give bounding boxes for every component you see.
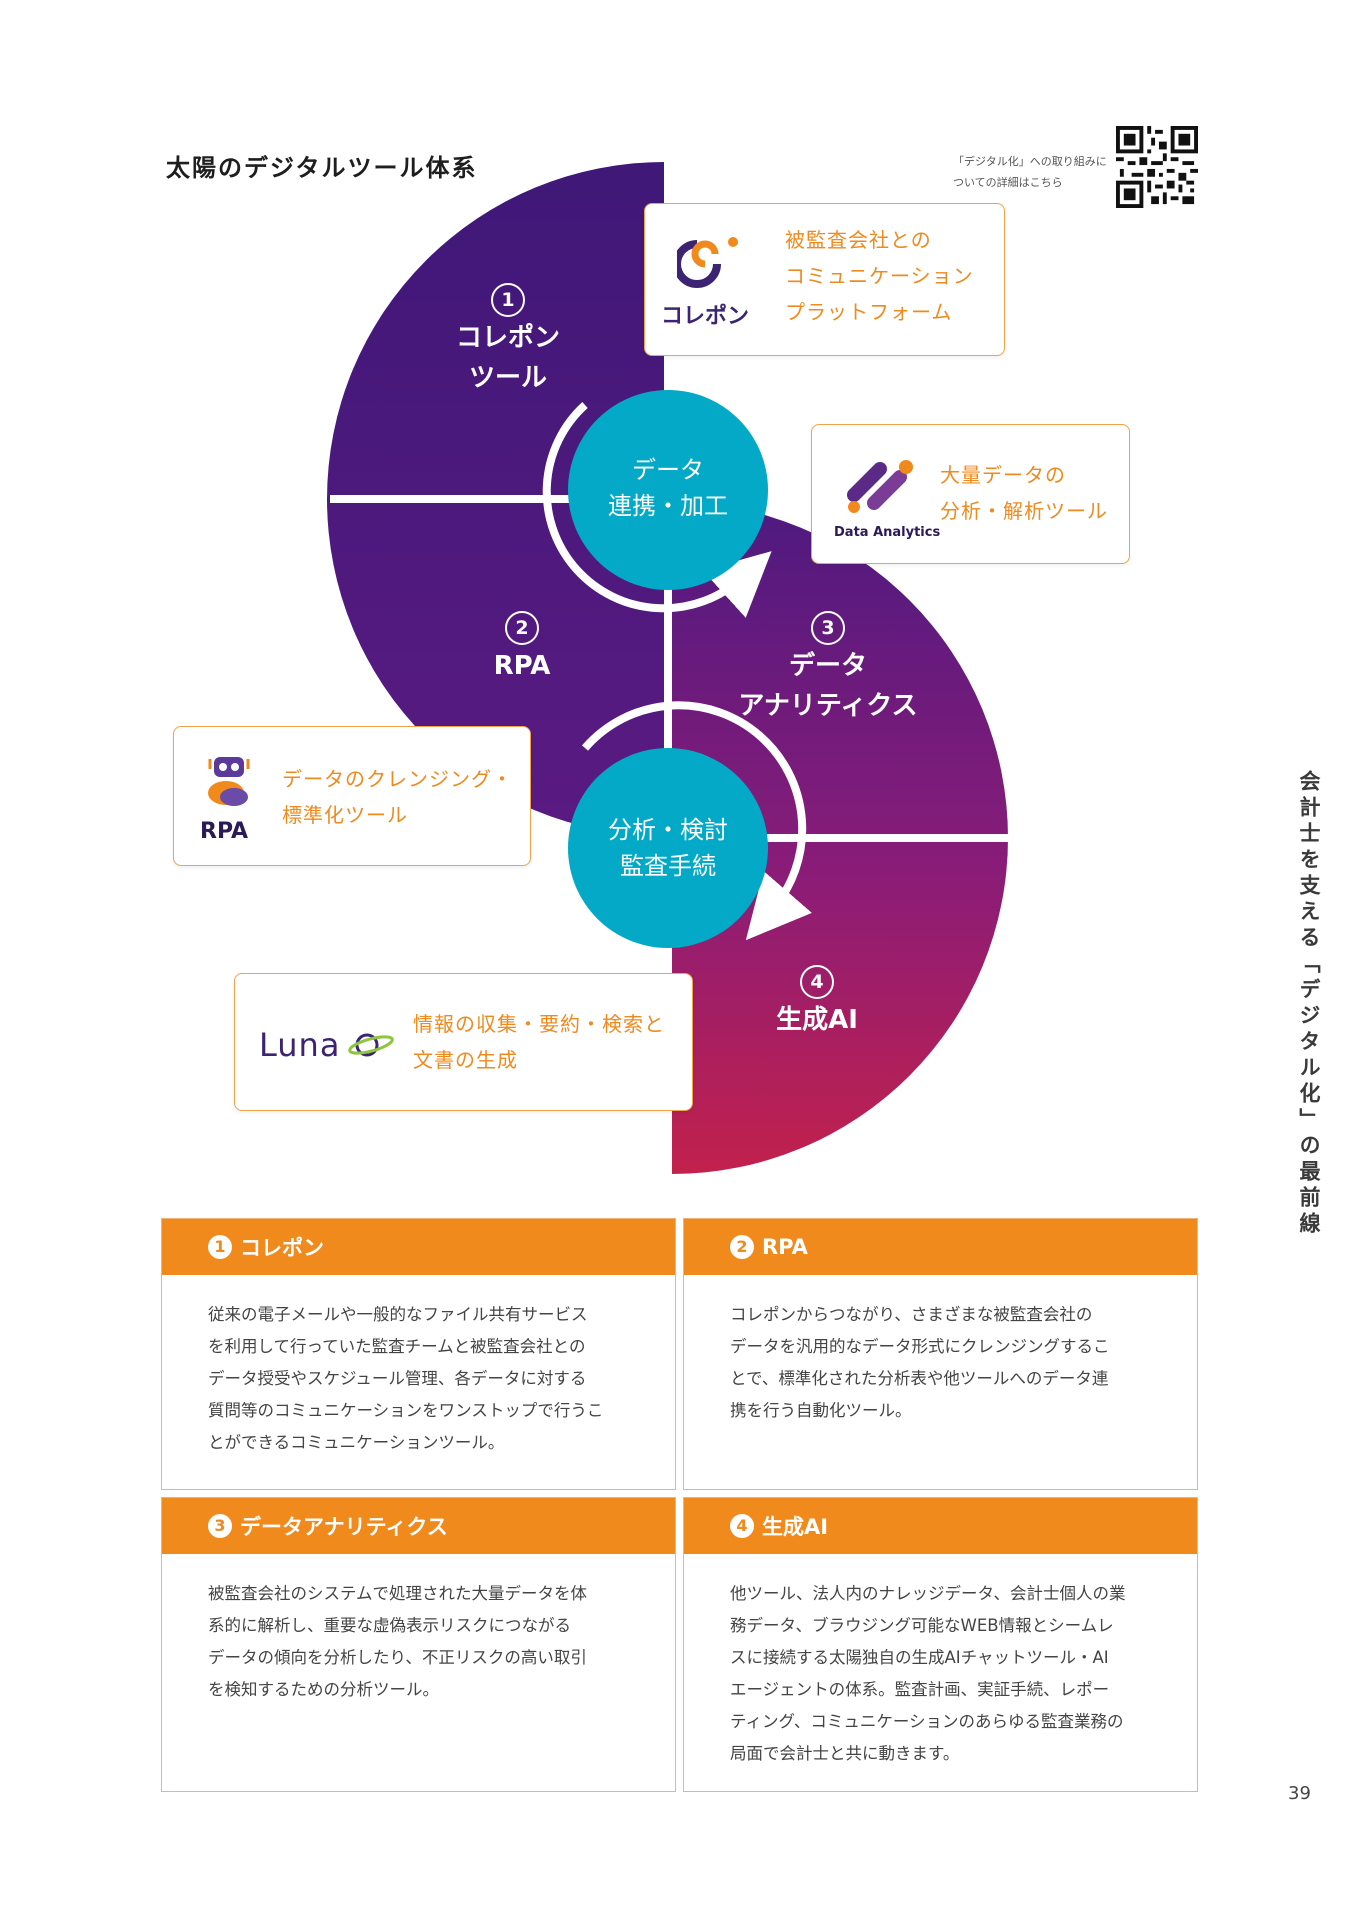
info-box-title: コレポン bbox=[240, 1236, 324, 1260]
tool-system-diagram bbox=[327, 162, 1010, 1174]
page-title: 太陽のデジタルツール体系 bbox=[166, 154, 478, 182]
data-analytics-logo-icon bbox=[847, 460, 913, 513]
rpa-desc: データのクレンジング・ 標準化ツール bbox=[282, 767, 513, 827]
section-3-number: 3 bbox=[811, 611, 845, 645]
info-box-rpa: 2 RPA コレポンからつながり、さまざまな被監査会社の データを汎用的なデータ… bbox=[683, 1218, 1198, 1490]
info-box-body: 従来の電子メールや一般的なファイル共有サービス を利用して行っていた監査チームと… bbox=[208, 1305, 604, 1452]
qr-code-icon[interactable] bbox=[1116, 126, 1198, 208]
info-box-number: 3 bbox=[208, 1514, 232, 1538]
hub-analysis bbox=[568, 748, 768, 948]
section-2-label: 2 RPA bbox=[372, 606, 672, 686]
hub-data-link bbox=[568, 390, 768, 590]
side-title: 会計士を支える「デジタル化」の最前線 bbox=[1297, 770, 1321, 1238]
info-box-data-analytics: 3 データアナリティクス 被監査会社のシステムで処理された大量データを体 系的に… bbox=[161, 1497, 676, 1792]
info-box-correpon: 1 コレポン 従来の電子メールや一般的なファイル共有サービス を利用して行ってい… bbox=[161, 1218, 676, 1490]
info-box-number: 2 bbox=[730, 1235, 754, 1259]
info-box-body: 被監査会社のシステムで処理された大量データを体 系的に解析し、重要な虚偽表示リス… bbox=[208, 1584, 588, 1699]
info-box-body: コレポンからつながり、さまざまな被監査会社の データを汎用的なデータ形式にクレン… bbox=[730, 1305, 1110, 1420]
data-analytics-desc: 大量データの 分析・解析ツール bbox=[940, 463, 1108, 523]
hub1-arc-arrow bbox=[542, 402, 772, 618]
section-3-label: 3 データ アナリティクス bbox=[678, 606, 978, 726]
rpa-logo-text: RPA bbox=[200, 819, 249, 844]
info-box-title: データアナリティクス bbox=[240, 1515, 448, 1539]
info-box-header: 1 コレポン bbox=[162, 1219, 675, 1275]
info-box-title: RPA bbox=[762, 1235, 808, 1259]
info-box-number: 1 bbox=[208, 1235, 232, 1259]
section-2-number: 2 bbox=[505, 611, 539, 645]
correpon-logo-icon bbox=[677, 237, 738, 288]
correpon-desc: 被監査会社との コミュニケーション プラットフォーム bbox=[785, 228, 974, 324]
card-data-analytics: Data Analytics 大量データの 分析・解析ツール bbox=[811, 424, 1130, 564]
info-box-header: 3 データアナリティクス bbox=[162, 1498, 675, 1554]
info-box-header: 2 RPA bbox=[684, 1219, 1197, 1275]
section-1-number: 1 bbox=[491, 283, 525, 317]
section-4-label: 4 生成AI bbox=[667, 960, 967, 1040]
hub-data-link-label: データ 連携・加工 bbox=[608, 456, 728, 520]
section-1-label: 1 コレポン ツール bbox=[358, 278, 658, 398]
info-box-title: 生成AI bbox=[762, 1515, 829, 1539]
data-analytics-logo-text: Data Analytics bbox=[834, 525, 941, 540]
card-rpa: RPA データのクレンジング・ 標準化ツール bbox=[173, 726, 531, 866]
info-box-header: 4 生成AI bbox=[684, 1498, 1197, 1554]
qr-note: 「デジタル化」への取り組みに ついての詳細はこちら bbox=[953, 155, 1107, 189]
luna-logo-text: Luna bbox=[259, 1026, 341, 1064]
page-number: 39 bbox=[1288, 1783, 1311, 1804]
hub2-arc-arrow bbox=[581, 701, 812, 941]
card-luna: Luna 情報の収集・要約・検索と 文書の生成 bbox=[234, 973, 693, 1111]
info-box-generative-ai: 4 生成AI 他ツール、法人内のナレッジデータ、会計士個人の業 務データ、ブラウ… bbox=[683, 1497, 1198, 1792]
info-box-number: 4 bbox=[730, 1514, 754, 1538]
card-correpon: コレポン 被監査会社との コミュニケーション プラットフォーム bbox=[644, 203, 1005, 356]
robot-logo-icon bbox=[208, 757, 250, 806]
correpon-logo-text: コレポン bbox=[661, 304, 750, 329]
planet-logo-icon bbox=[348, 1033, 394, 1057]
section-4-number: 4 bbox=[800, 965, 834, 999]
hub-analysis-label: 分析・検討 監査手続 bbox=[608, 816, 728, 880]
luna-desc: 情報の収集・要約・検索と 文書の生成 bbox=[413, 1012, 665, 1072]
info-box-body: 他ツール、法人内のナレッジデータ、会計士個人の業 務データ、ブラウジング可能なW… bbox=[730, 1584, 1126, 1763]
